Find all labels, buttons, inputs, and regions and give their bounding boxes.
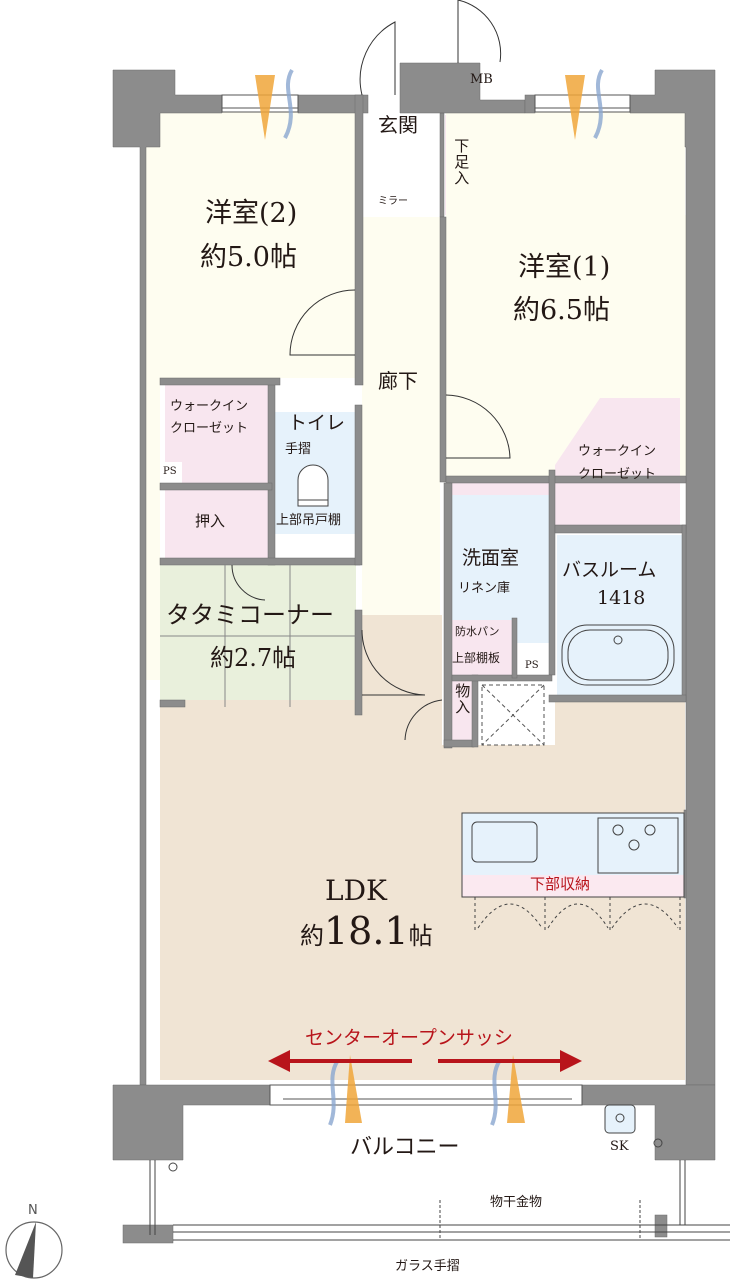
room-fills [140, 112, 686, 1080]
room-storage-name: 物入 [453, 683, 472, 715]
wic-left-line2: クローゼット [170, 421, 249, 436]
wic-right-line1: ウォークイン [578, 444, 657, 459]
toilet-upper-cabinet-label: 上部吊戸棚 [276, 513, 342, 528]
balcony-drawing [149, 1104, 730, 1241]
dashed-storage-marks [481, 684, 545, 746]
room-ldk-area: 約18.1帖 [300, 909, 433, 954]
waterproof-pan-line2: 上部棚板 [452, 651, 501, 665]
ldk-area-value: 18.1 [324, 909, 409, 953]
compass-label: N [28, 1203, 38, 1218]
room-bathroom-name: バスルーム [562, 559, 657, 581]
sash-arrows [268, 1050, 582, 1072]
ldk-area-prefix: 約 [300, 922, 324, 950]
ps-left-label: PS [163, 466, 177, 477]
room-hallway-name: 廊下 [378, 369, 418, 393]
room-washroom-name: 洗面室 [462, 547, 520, 569]
bathtub [561, 624, 675, 686]
room-tatami-name: タタミコーナー [166, 601, 334, 629]
balcony-name: バルコニー [350, 1135, 460, 1160]
ps-right-label: PS [525, 660, 539, 671]
toilet-handrail-label: 手摺 [285, 442, 312, 457]
ldk-area-suffix: 帖 [408, 922, 433, 950]
meter-box-label: MB [470, 72, 493, 87]
toilet-fixture [297, 464, 329, 507]
tatami-lines [160, 565, 356, 707]
washroom-linen-label: リネン庫 [458, 581, 511, 596]
room-western2-area: 約5.0帖 [200, 242, 297, 273]
balcony-railing-label: ガラス手摺 [395, 1259, 460, 1274]
room-shoe-storage-name: 下足入 [452, 138, 471, 186]
waterproof-pan-line1: 防水パン [455, 625, 500, 638]
room-toilet-name: トイレ [288, 412, 346, 434]
walls [112, 62, 716, 1244]
kitchen-storage-label: 下部収納 [530, 875, 591, 893]
mirror-label: ミラー [378, 196, 408, 207]
airflow-icons [255, 68, 604, 1126]
room-entrance-name: 玄関 [378, 113, 418, 137]
room-ldk-name: LDK [325, 874, 387, 907]
wic-right-line2: クローゼット [578, 467, 657, 482]
balcony-sink-label: SK [610, 1139, 629, 1154]
room-closet-name: 押入 [195, 512, 226, 530]
door-swings [231, 0, 511, 741]
compass-icon [5, 1221, 63, 1279]
room-western1-area: 約6.5帖 [513, 295, 610, 326]
balcony-laundry-label: 物干金物 [490, 1195, 543, 1210]
kitchen-fixtures [461, 812, 685, 930]
room-western1-name: 洋室(1) [518, 252, 611, 283]
sash-label: センターオープンサッシ [305, 1027, 513, 1049]
wic-left-line1: ウォークイン [170, 399, 249, 414]
room-bathroom-size: 1418 [597, 587, 646, 609]
room-western2-name: 洋室(2) [205, 198, 298, 229]
room-tatami-area: 約2.7帖 [210, 644, 297, 672]
